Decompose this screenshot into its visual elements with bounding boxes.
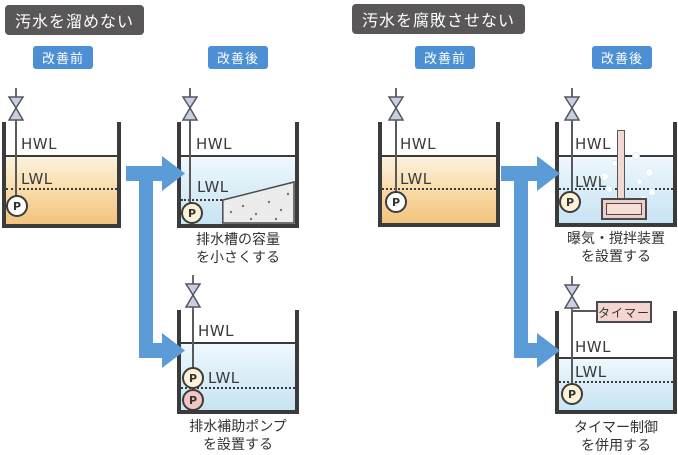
caption-aeration: 曝気・撹拌装置 を設置する (555, 231, 677, 266)
agitator-rod (617, 130, 625, 202)
bubble-icon (600, 172, 609, 181)
lwl-line (559, 188, 673, 190)
valve-icon (181, 88, 199, 124)
hwl-line (181, 155, 295, 157)
pump-pipe (571, 311, 573, 394)
lwl-label: LWL (208, 369, 240, 387)
valve-icon (184, 275, 202, 311)
agitator-box-inner (606, 203, 642, 215)
badge-after-right: 改善後 (592, 46, 653, 69)
timer-connector-line (573, 310, 596, 312)
hwl-line (6, 155, 117, 157)
lwl-label: LWL (575, 363, 607, 381)
lwl-label: LWL (21, 170, 53, 188)
bubble-icon (648, 188, 656, 196)
lwl-line (382, 188, 496, 190)
section-title-no-accumulate: 汚水を溜めない (5, 5, 145, 35)
pump-pipe (571, 122, 573, 202)
hwl-line (181, 342, 295, 344)
pump-icon: P (559, 191, 581, 213)
tank-before-putrefy: HWL LWL P (378, 122, 500, 227)
agitator-box (601, 198, 647, 220)
caption-line: 曝気・撹拌装置 (567, 231, 665, 247)
pump-icon: P (181, 202, 203, 224)
auxiliary-pump-icon: P (182, 389, 204, 411)
hwl-label: HWL (575, 135, 611, 153)
flow-arrow-right (501, 156, 560, 368)
lwl-line (559, 381, 673, 383)
hwl-line (559, 155, 673, 157)
caption-line: 排水補助ポンプ (189, 419, 287, 435)
lwl-label: LWL (197, 178, 229, 196)
caption-line: を設置する (203, 436, 273, 453)
badge-before-left: 改善前 (33, 46, 94, 69)
badge-after-left: 改善後 (208, 46, 269, 69)
valve-icon (563, 276, 581, 312)
hwl-label: HWL (21, 135, 57, 153)
tank-aeration-agitator: HWL LWL P (555, 122, 677, 227)
caption-auxiliary-pump: 排水補助ポンプ を設置する (177, 419, 299, 454)
caption-line: を設置する (581, 248, 651, 265)
hwl-label: HWL (196, 135, 232, 153)
lwl-label: LWL (575, 173, 607, 191)
lwl-line (181, 387, 295, 389)
pump-pipe (192, 310, 194, 378)
valve-icon (7, 88, 25, 124)
bubble-icon (632, 152, 640, 160)
badge-before-right: 改善前 (415, 46, 476, 69)
caption-smaller-capacity: 排水槽の容量 を小さくする (177, 232, 299, 267)
caption-line: 排水槽の容量 (196, 232, 280, 248)
concrete-fill-wedge (222, 181, 295, 224)
lwl-line (6, 188, 117, 190)
flow-arrow-left (126, 156, 185, 368)
caption-line: タイマー制御 (574, 420, 658, 436)
hwl-line (559, 357, 673, 359)
caption-timer-control: タイマー制御 を併用する (555, 420, 677, 455)
pump-icon: P (385, 191, 407, 213)
pump-pipe (189, 122, 191, 214)
pump-icon: P (182, 367, 204, 389)
hwl-line (382, 155, 496, 157)
bubble-icon (636, 178, 643, 185)
bubble-icon (645, 168, 654, 177)
hwl-label: HWL (400, 135, 436, 153)
sewage-water (382, 157, 496, 223)
timer-box: タイマー (596, 301, 652, 323)
bubble-icon (606, 186, 613, 193)
pump-pipe (15, 122, 17, 206)
valve-icon (387, 88, 405, 124)
caption-line: を併用する (581, 437, 651, 454)
valve-icon (563, 88, 581, 124)
pump-icon: P (6, 195, 28, 217)
section-title-no-putrefy: 汚水を腐敗させない (352, 4, 526, 34)
tank-before-accumulate: HWL LWL P (2, 122, 121, 228)
hwl-label: HWL (575, 338, 611, 356)
lwl-label: LWL (400, 170, 432, 188)
pump-pipe (395, 122, 397, 202)
lwl-line (181, 199, 222, 201)
pump-icon: P (561, 383, 583, 405)
tank-timer-control: HWL LWL P (555, 311, 677, 414)
caption-line: を小さくする (196, 249, 280, 266)
tank-auxiliary-pump: HWL LWL P P (177, 310, 299, 414)
hwl-label: HWL (198, 322, 234, 340)
tank-smaller-capacity: HWL LWL P (177, 122, 299, 228)
